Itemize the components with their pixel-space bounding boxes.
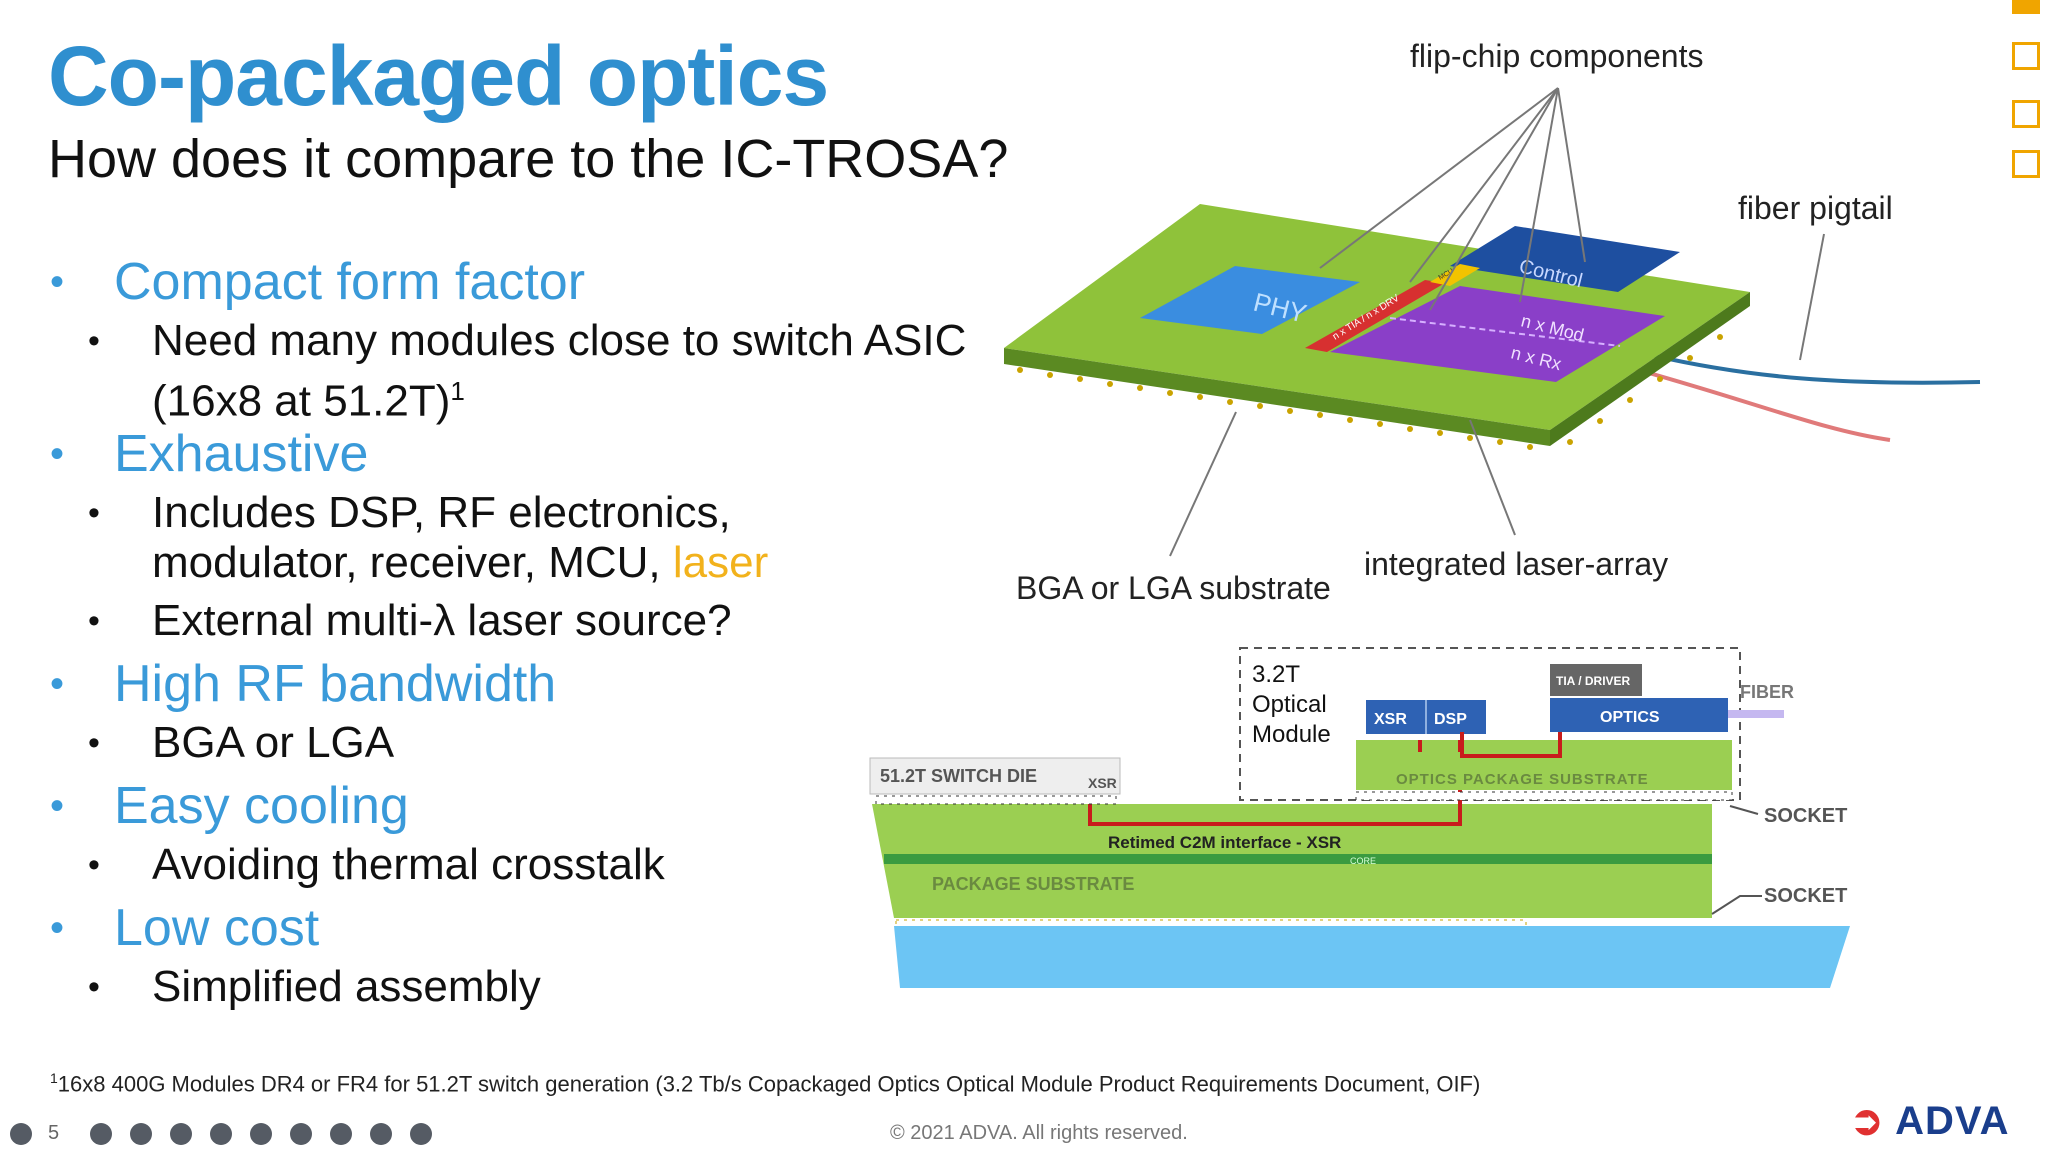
nav-dot[interactable]	[170, 1123, 192, 1145]
dsp-chip-label: DSP	[1434, 711, 1467, 728]
bullet-dot-icon: •	[88, 724, 100, 762]
footnote-ref: 1	[450, 376, 465, 406]
bullet-text-cont: modulator, receiver, MCU, laser	[152, 538, 769, 587]
bullet-dot-icon: •	[50, 662, 65, 706]
nav-dot[interactable]	[10, 1123, 32, 1145]
nav-dot[interactable]	[290, 1123, 312, 1145]
nav-dot[interactable]	[410, 1123, 432, 1145]
bullet-text: Avoiding thermal crosstalk	[152, 840, 665, 889]
bullet-dot-icon: •	[88, 494, 100, 532]
optics-substrate-label: OPTICS PACKAGE SUBSTRATE	[1396, 771, 1649, 788]
chip-phy	[1140, 266, 1360, 334]
tia-driver-label: TIA / DRIVER	[1556, 674, 1631, 688]
module-label-1: 3.2T	[1252, 661, 1300, 688]
label-fiber-pigtail: fiber pigtail	[1738, 190, 1893, 226]
socket-2-label: SOCKET	[1764, 885, 1847, 907]
xsr-chip-label: XSR	[1374, 711, 1407, 728]
fiber-stub	[1728, 710, 1784, 718]
fiber-blue	[1629, 348, 1981, 385]
laser-highlight: laser	[672, 538, 769, 587]
bullet-text: Low cost	[114, 899, 320, 957]
core-label: CORE	[1350, 856, 1376, 866]
label-laser-array: integrated laser-array	[1364, 546, 1669, 582]
copyright: © 2021 ADVA. All rights reserved.	[890, 1122, 1188, 1144]
module-label-3: Module	[1252, 721, 1331, 748]
chip-control	[1450, 226, 1680, 292]
bullet-text: Simplified assembly	[152, 962, 541, 1011]
optics-chip	[1550, 698, 1728, 732]
module-label-2: Optical	[1252, 691, 1327, 718]
board-front	[1004, 348, 1550, 446]
nav-dot[interactable]	[90, 1123, 112, 1145]
label-bga-lga: BGA or LGA substrate	[1016, 570, 1331, 606]
section-square-icon[interactable]	[2012, 150, 2040, 178]
pcb	[894, 926, 1850, 988]
chip-mcu	[1430, 264, 1480, 286]
tia-driver-chip	[1550, 664, 1642, 696]
adva-logo: ➲ ADVA	[1850, 1099, 2010, 1143]
bullet-text-cont: (16x8 at 51.2T)1	[152, 376, 465, 426]
socket-1-label: SOCKET	[1764, 805, 1847, 827]
bullet-dot-icon: •	[88, 602, 100, 640]
nav-dot[interactable]	[210, 1123, 232, 1145]
bullet-dot-icon: •	[88, 322, 100, 360]
slide-subtitle: How does it compare to the IC-TROSA?	[48, 129, 1009, 189]
optics-label: OPTICS	[1600, 709, 1660, 726]
label-flip-chip: flip-chip components	[1410, 38, 1704, 74]
page-number: 5	[48, 1122, 60, 1144]
bullet-dot-icon: •	[50, 432, 65, 476]
core-layer	[884, 854, 1712, 864]
logo-arrow-icon: ➲	[1850, 1099, 1885, 1143]
chip-optics	[1330, 286, 1665, 382]
bullet-text: Easy cooling	[114, 777, 409, 835]
switch-die-label: 51.2T SWITCH DIE	[880, 766, 1037, 786]
nav-dot[interactable]	[370, 1123, 392, 1145]
switch-die	[869, 757, 1121, 795]
bullet-dot-icon: •	[88, 846, 100, 884]
chip-tia-drv	[1305, 280, 1445, 352]
bullet-text: Exhaustive	[114, 425, 369, 483]
module-3d-diagram: PHY Control n x TIA / n x DRV MCU n x Mo…	[1004, 87, 1981, 557]
callout-lines	[1169, 87, 1825, 557]
interface-label: Retimed C2M interface - XSR	[1108, 833, 1341, 852]
bullet-dot-icon: •	[50, 906, 65, 950]
nav-dot[interactable]	[330, 1123, 352, 1145]
fiber-red	[1619, 363, 1891, 442]
bullet-dot-icon: •	[50, 784, 65, 828]
bullet-dot-icon: •	[50, 260, 65, 304]
nav-dot[interactable]	[250, 1123, 272, 1145]
bullet-dot-icon: •	[88, 968, 100, 1006]
bullet-text: External multi-λ laser source?	[152, 596, 732, 645]
bullet-text: High RF bandwidth	[114, 655, 557, 713]
slide-title: Co-packaged optics	[48, 29, 829, 123]
fiber-label: FIBER	[1740, 682, 1794, 702]
switch-xsr-label: XSR	[1088, 775, 1117, 791]
bga-balls	[1017, 334, 1723, 450]
footnote: 116x8 400G Modules DR4 or FR4 for 51.2T …	[50, 1070, 1481, 1097]
bullet-text: Includes DSP, RF electronics,	[152, 488, 731, 537]
bullet-text: BGA or LGA	[152, 718, 395, 767]
section-square-icon[interactable]	[2012, 42, 2040, 70]
package-substrate-label: PACKAGE SUBSTRATE	[932, 874, 1134, 894]
section-marker-icon	[2012, 0, 2040, 14]
board-side	[1550, 292, 1750, 446]
nav-dot[interactable]	[130, 1123, 152, 1145]
bullet-text: Need many modules close to switch ASIC	[152, 316, 967, 365]
section-square-icon[interactable]	[2012, 100, 2040, 128]
cross-section-diagram: 3.2T Optical Module XSR DSP TIA / DRIVER…	[869, 647, 1850, 988]
bullet-text: Compact form factor	[114, 253, 586, 311]
